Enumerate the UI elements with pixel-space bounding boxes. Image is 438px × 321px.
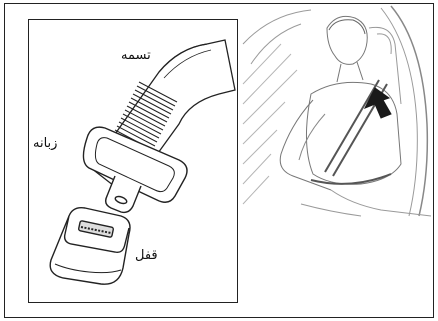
driver-sketch xyxy=(241,4,433,217)
tongue-label: زبانه xyxy=(33,136,57,151)
belt-parts-diagram: تسمه زبانه قفل xyxy=(28,19,238,303)
buckle-label: قفل xyxy=(135,248,158,263)
strap-label: تسمه xyxy=(121,48,151,63)
buckle-illustration xyxy=(50,208,130,285)
driver-wearing-seatbelt-image xyxy=(241,4,433,217)
